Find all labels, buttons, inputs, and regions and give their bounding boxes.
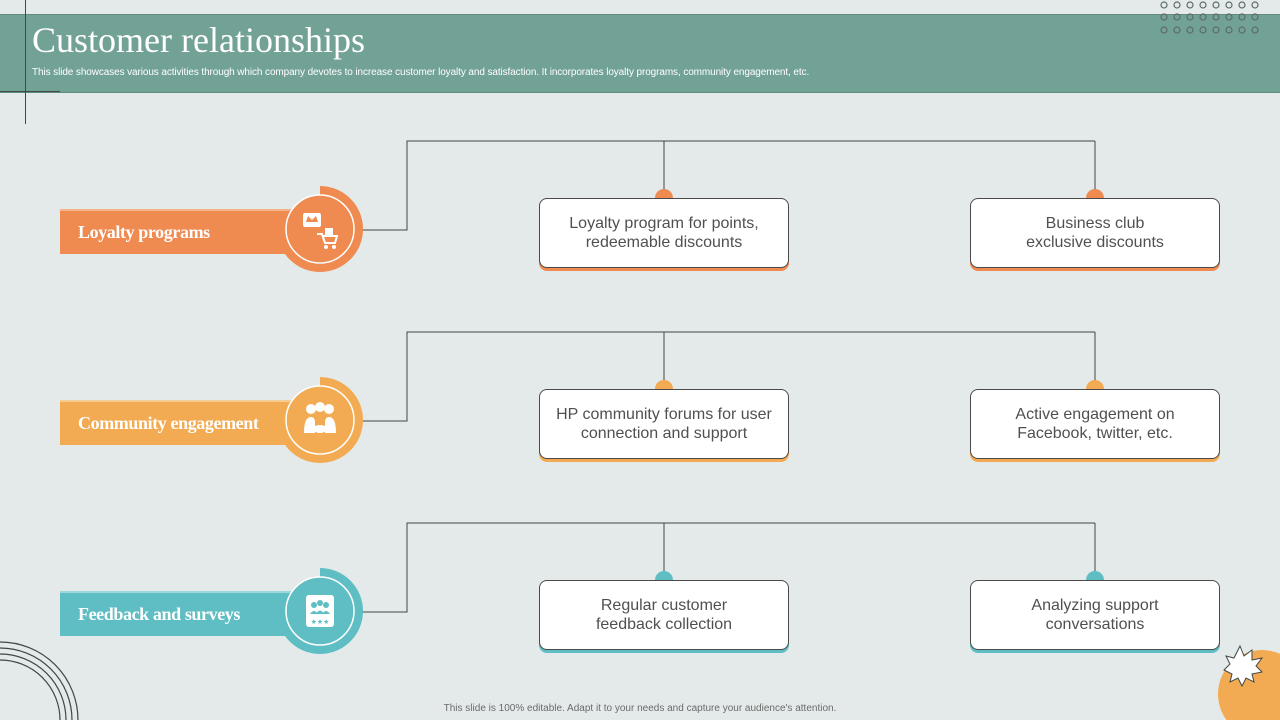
community-group-icon — [277, 377, 363, 463]
card-connector-knob — [655, 380, 673, 389]
card-connector-knob — [1086, 380, 1104, 389]
card-connector-knob — [1086, 571, 1104, 580]
card-social-media-engagement: Active engagement on Facebook, twitter, … — [970, 389, 1220, 459]
page-title: Customer relationships — [32, 20, 365, 60]
footer-note: This slide is 100% editable. Adapt it to… — [443, 703, 837, 714]
corner-vertical-line — [25, 0, 26, 124]
card-customer-feedback-collection: Regular customer feedback collection — [539, 580, 789, 650]
card-analyzing-support-conversations: Analyzing support conversations — [970, 580, 1220, 650]
dot-pattern-decoration — [1160, 1, 1259, 34]
svg-text:★★★: ★★★ — [311, 618, 330, 626]
corner-horizontal-line — [0, 91, 60, 92]
page-subtitle: This slide showcases various activities … — [32, 67, 810, 78]
category-label-community-engagement: Community engagement — [60, 400, 300, 445]
card-connector-knob — [1086, 189, 1104, 198]
card-loyalty-program-points: Loyalty program for points, redeemable d… — [539, 198, 789, 268]
loyalty-shopping-icon — [277, 186, 363, 272]
category-label-feedback-and-surveys: Feedback and surveys — [60, 591, 300, 636]
card-connector-knob — [655, 189, 673, 198]
card-business-club-discounts: Business club exclusive discounts — [970, 198, 1220, 268]
card-hp-community-forums: HP community forums for user connection … — [539, 389, 789, 459]
feedback-rating-icon: ★★★ — [277, 568, 363, 654]
header-banner: Customer relationships This slide showca… — [0, 14, 1280, 93]
category-label-loyalty-programs: Loyalty programs — [60, 209, 300, 254]
card-connector-knob — [655, 571, 673, 580]
